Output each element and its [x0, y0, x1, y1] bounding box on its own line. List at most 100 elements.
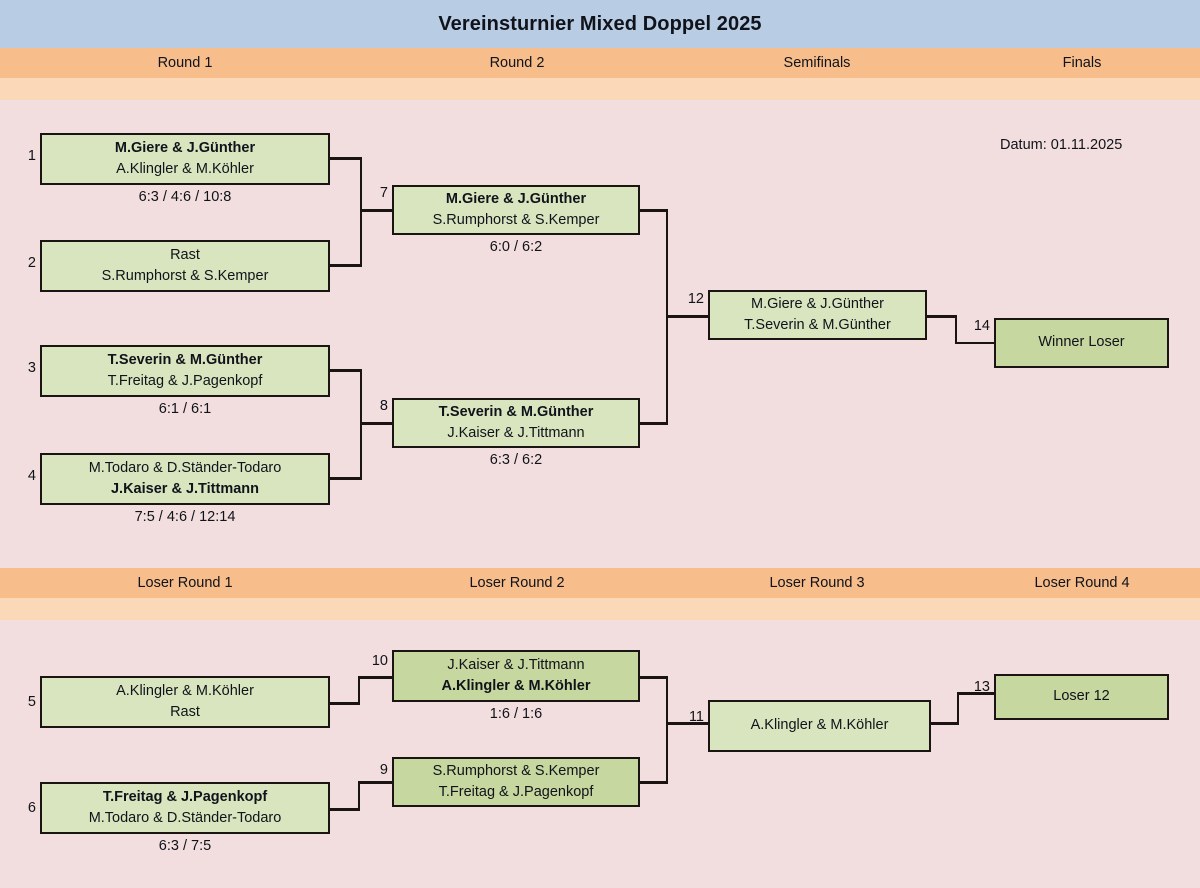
- connector-m3-out: [330, 369, 362, 372]
- connector-m5-out: [330, 702, 360, 705]
- match-number-2: 2: [27, 255, 36, 271]
- match-6-team-1: T.Freitag & J.Pagenkopf: [102, 788, 268, 805]
- loser-header-pale-band: [0, 598, 1200, 620]
- match-3-team-2: T.Freitag & J.Pagenkopf: [107, 373, 263, 389]
- connector-m12-out: [927, 315, 957, 318]
- loser-round-header-band: Loser Round 1 Loser Round 2 Loser Round …: [0, 568, 1200, 598]
- connector-in-m11: [665, 722, 708, 725]
- connector-m5-step: [357, 676, 360, 704]
- match-7-team-2: S.Rumphorst & S.Kemper: [432, 212, 600, 228]
- match-box-10[interactable]: J.Kaiser & J.Tittmann A.Klingler & M.Köh…: [392, 650, 640, 702]
- match-box-9[interactable]: S.Rumphorst & S.Kemper T.Freitag & J.Pag…: [392, 757, 640, 807]
- match-number-14: 14: [973, 318, 990, 334]
- connector-m2-out: [330, 264, 362, 267]
- match-number-1: 1: [27, 148, 36, 164]
- match-10-team-2: A.Klingler & M.Köhler: [441, 678, 591, 694]
- match-number-10: 10: [371, 653, 388, 669]
- match-8-score: 6:3 / 6:2: [489, 452, 543, 468]
- connector-m7-out: [640, 209, 668, 212]
- round-label-loser-round-3: Loser Round 3: [769, 575, 865, 591]
- tournament-date: Datum: 01.11.2025: [1000, 137, 1123, 153]
- match-6-score: 6:3 / 7:5: [158, 838, 212, 854]
- connector-m10-out: [640, 676, 668, 679]
- match-4-score: 7:5 / 4:6 / 12:14: [134, 509, 236, 525]
- round-label-round-1: Round 1: [157, 55, 213, 71]
- match-1-team-2: A.Klingler & M.Köhler: [116, 161, 254, 177]
- title-banner: Vereinsturnier Mixed Doppel 2025: [0, 0, 1200, 48]
- match-number-8: 8: [379, 398, 388, 414]
- match-2-team-2: S.Rumphorst & S.Kemper: [101, 268, 269, 284]
- match-box-5[interactable]: A.Klingler & M.Köhler Rast: [40, 676, 330, 728]
- match-5-team-2: Rast: [170, 704, 200, 720]
- match-4-team-1: M.Todaro & D.Ständer-Todaro: [88, 459, 282, 476]
- connector-m9-out: [640, 781, 668, 784]
- connector-m8-out: [640, 422, 668, 425]
- match-1-score: 6:3 / 4:6 / 10:8: [138, 189, 232, 205]
- match-number-3: 3: [27, 360, 36, 376]
- connector-in-m7: [359, 209, 392, 212]
- connector-in-m10: [357, 676, 394, 679]
- connector-in-m12: [665, 315, 708, 318]
- match-box-4[interactable]: M.Todaro & D.Ständer-Todaro J.Kaiser & J…: [40, 453, 330, 505]
- connector-m6-step: [357, 781, 360, 810]
- match-12-team-1: M.Giere & J.Günther: [751, 295, 884, 312]
- match-3-score: 6:1 / 6:1: [158, 401, 212, 417]
- connector-in-m9: [357, 781, 394, 784]
- match-box-14[interactable]: Winner Loser: [994, 318, 1169, 368]
- connector-m11-out: [931, 722, 959, 725]
- match-9-team-1: S.Rumphorst & S.Kemper: [432, 762, 600, 779]
- connector-in-m13: [956, 692, 995, 695]
- connector-m1m2-join: [359, 157, 362, 267]
- connector-in-m8: [359, 422, 392, 425]
- connector-m6-out: [330, 808, 360, 811]
- match-1-team-1: M.Giere & J.Günther: [114, 139, 256, 156]
- match-5-team-1: A.Klingler & M.Köhler: [116, 682, 254, 699]
- match-6-team-2: M.Todaro & D.Ständer-Todaro: [88, 810, 282, 826]
- connector-m10m9-join: [665, 676, 668, 783]
- connector-m12-step: [954, 315, 957, 344]
- match-number-5: 5: [27, 694, 36, 710]
- match-4-team-2: J.Kaiser & J.Tittmann: [110, 481, 259, 497]
- winner-header-pale-band: [0, 78, 1200, 100]
- match-number-13: 13: [973, 679, 990, 695]
- match-12-team-2: T.Severin & M.Günther: [744, 317, 891, 333]
- match-number-4: 4: [27, 468, 36, 484]
- connector-m4-out: [330, 477, 362, 480]
- match-8-team-2: J.Kaiser & J.Tittmann: [447, 425, 585, 441]
- round-label-round-2: Round 2: [489, 55, 545, 71]
- round-label-semifinals: Semifinals: [783, 55, 851, 71]
- connector-m11-step: [956, 692, 959, 724]
- match-3-team-1: T.Severin & M.Günther: [107, 351, 263, 368]
- match-11-team-1: A.Klingler & M.Köhler: [750, 717, 889, 734]
- round-label-finals: Finals: [1062, 55, 1102, 71]
- match-box-2[interactable]: Rast S.Rumphorst & S.Kemper: [40, 240, 330, 292]
- round-label-loser-round-1: Loser Round 1: [137, 575, 233, 591]
- match-box-6[interactable]: T.Freitag & J.Pagenkopf M.Todaro & D.Stä…: [40, 782, 330, 834]
- match-box-8[interactable]: T.Severin & M.Günther J.Kaiser & J.Tittm…: [392, 398, 640, 448]
- winner-round-header-band: Round 1 Round 2 Semifinals Finals: [0, 48, 1200, 78]
- match-number-7: 7: [379, 185, 388, 201]
- match-box-12[interactable]: M.Giere & J.Günther T.Severin & M.Günthe…: [708, 290, 927, 340]
- match-box-11[interactable]: A.Klingler & M.Köhler: [708, 700, 931, 752]
- match-number-9: 9: [379, 762, 388, 778]
- match-box-1[interactable]: M.Giere & J.Günther A.Klingler & M.Köhle…: [40, 133, 330, 185]
- round-label-loser-round-2: Loser Round 2: [469, 575, 565, 591]
- match-number-11: 11: [688, 709, 704, 725]
- match-10-score: 1:6 / 1:6: [489, 706, 543, 722]
- match-box-3[interactable]: T.Severin & M.Günther T.Freitag & J.Page…: [40, 345, 330, 397]
- match-number-12: 12: [687, 291, 704, 307]
- match-number-6: 6: [27, 800, 36, 816]
- match-14-team-1: Winner Loser: [1038, 334, 1125, 351]
- match-10-team-1: J.Kaiser & J.Tittmann: [447, 656, 585, 673]
- match-9-team-2: T.Freitag & J.Pagenkopf: [438, 784, 594, 800]
- match-box-7[interactable]: M.Giere & J.Günther S.Rumphorst & S.Kemp…: [392, 185, 640, 235]
- match-7-team-1: M.Giere & J.Günther: [445, 190, 587, 207]
- round-label-loser-round-4: Loser Round 4: [1034, 575, 1130, 591]
- connector-m1-out: [330, 157, 362, 160]
- match-7-score: 6:0 / 6:2: [489, 239, 543, 255]
- page-title: Vereinsturnier Mixed Doppel 2025: [438, 12, 762, 35]
- match-13-team-1: Loser 12: [1053, 688, 1110, 705]
- match-8-team-1: T.Severin & M.Günther: [438, 403, 594, 420]
- match-box-13[interactable]: Loser 12: [994, 674, 1169, 720]
